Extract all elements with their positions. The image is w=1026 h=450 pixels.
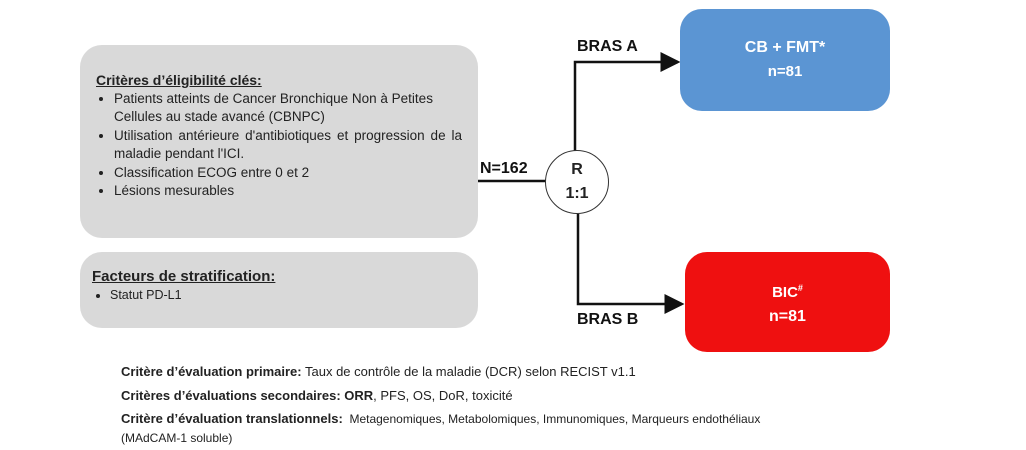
translational-endpoints: Critère d’évaluation translationnels: Me…	[121, 411, 761, 426]
eligibility-item: Patients atteints de Cancer Bronchique N…	[114, 90, 462, 127]
arm-a-n: n=81	[767, 63, 803, 80]
eligibility-item: Utilisation antérieure d'antibiotiques e…	[114, 127, 462, 164]
stratification-item: Statut PD-L1	[110, 286, 466, 304]
arm-a-label: BRAS A	[577, 38, 638, 55]
arm-b-footnote-mark: #	[797, 282, 803, 293]
arm-b-n: n=81	[769, 307, 806, 325]
secondary-endpoints: Critères d’évaluations secondaires: ORR,…	[121, 387, 513, 403]
arm-a-arrow	[573, 52, 681, 152]
eligibility-criteria-box: Critères d’éligibilité clés: Patients at…	[80, 45, 478, 238]
primary-endpoint: Critère d’évaluation primaire: Taux de c…	[121, 364, 636, 379]
enrollment-label: N=162	[480, 160, 528, 177]
randomization-node: R 1:1	[545, 150, 609, 214]
eligibility-item: Lésions mesurables	[114, 182, 462, 201]
endpoints: Critère d’évaluation primaire: Taux de c…	[121, 360, 760, 450]
randomization-ratio: 1:1	[565, 185, 589, 202]
randomization-label: R	[571, 161, 583, 178]
arm-b-label: BRAS B	[577, 311, 639, 328]
arm-a-box: CB + FMT* n=81	[680, 9, 890, 111]
arm-a-treatment: CB + FMT*	[744, 39, 826, 56]
arm-b-box: BIC# n=81	[685, 252, 890, 352]
arm-b-arrow	[576, 214, 685, 314]
arm-b-treatment: BIC	[772, 283, 798, 301]
eligibility-title: Critères d’éligibilité clés:	[96, 72, 262, 88]
translational-endpoints-cont: (MAdCAM-1 soluble)	[121, 430, 233, 445]
stratification-title: Facteurs de stratification:	[92, 268, 276, 285]
stratification-box: Facteurs de stratification: Statut PD-L1	[80, 252, 478, 328]
eligibility-item: Classification ECOG entre 0 et 2	[114, 164, 462, 183]
